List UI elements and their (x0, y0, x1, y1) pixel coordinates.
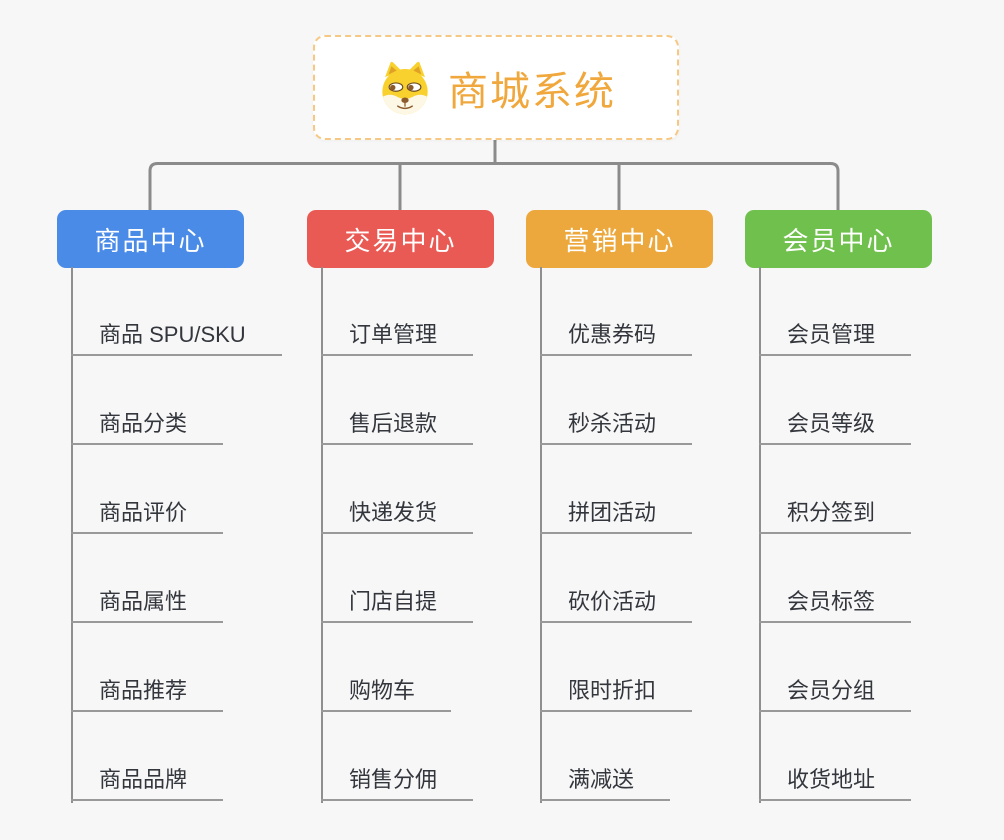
leaf-node[interactable]: 商品分类 (71, 409, 224, 445)
root-node[interactable]: 商城系统 (313, 35, 679, 140)
leaf-node[interactable]: 购物车 (321, 676, 452, 712)
leaf-node[interactable]: 限时折扣 (540, 676, 693, 712)
leaf-node[interactable]: 会员分组 (759, 676, 912, 712)
leaf-node[interactable]: 商品评价 (71, 498, 224, 534)
leaf-node[interactable]: 砍价活动 (540, 587, 693, 623)
leaf-node[interactable]: 满减送 (540, 765, 671, 801)
branch-trunk-line (540, 267, 542, 803)
leaf-node[interactable]: 订单管理 (321, 320, 474, 356)
leaf-node[interactable]: 秒杀活动 (540, 409, 693, 445)
branch-trunk-line (71, 267, 73, 803)
leaf-node[interactable]: 快递发货 (321, 498, 474, 534)
branch-trunk-line (321, 267, 323, 803)
leaf-node[interactable]: 商品属性 (71, 587, 224, 623)
leaf-node[interactable]: 销售分佣 (321, 765, 474, 801)
leaf-node[interactable]: 会员标签 (759, 587, 912, 623)
doge-icon (382, 61, 428, 114)
leaf-node[interactable]: 会员管理 (759, 320, 912, 356)
leaf-node[interactable]: 商品 SPU/SKU (71, 320, 282, 356)
leaf-node[interactable]: 积分签到 (759, 498, 912, 534)
leaf-node[interactable]: 优惠券码 (540, 320, 693, 356)
branch-node-product-center[interactable]: 商品中心 (57, 210, 244, 268)
branch-trunk-line (759, 267, 761, 803)
leaf-node[interactable]: 商品品牌 (71, 765, 224, 801)
branch-node-marketing-center[interactable]: 营销中心 (526, 210, 713, 268)
leaf-node[interactable]: 门店自提 (321, 587, 474, 623)
leaf-node[interactable]: 商品推荐 (71, 676, 224, 712)
branch-node-member-center[interactable]: 会员中心 (745, 210, 932, 268)
leaf-node[interactable]: 会员等级 (759, 409, 912, 445)
root-title: 商城系统 (448, 69, 616, 114)
branch-node-trade-center[interactable]: 交易中心 (307, 210, 494, 268)
leaf-node[interactable]: 售后退款 (321, 409, 474, 445)
leaf-node[interactable]: 拼团活动 (540, 498, 693, 534)
leaf-node[interactable]: 收货地址 (759, 765, 912, 801)
